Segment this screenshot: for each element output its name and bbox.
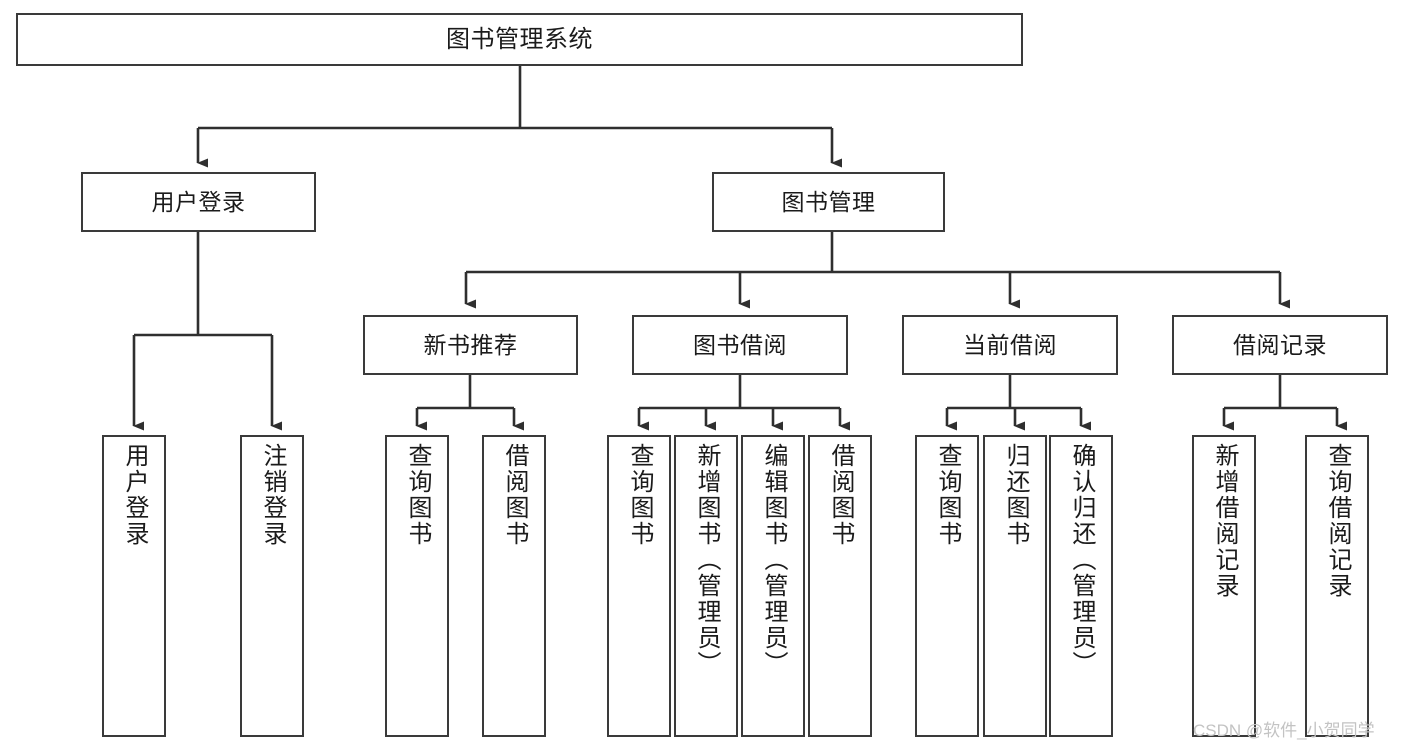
node-leaf-return-book[interactable]: 归还图书 [983, 435, 1047, 737]
node-root-label: 图书管理系统 [446, 25, 593, 53]
node-book-borrow-label: 图书借阅 [693, 331, 787, 358]
node-leaf-user-login[interactable]: 用户登录 [102, 435, 166, 737]
node-leaf-query-record[interactable]: 查询借阅记录 [1305, 435, 1369, 737]
node-leaf-edit-book[interactable]: 编辑图书（管理员） [741, 435, 805, 737]
node-leaf-add-book[interactable]: 新增图书（管理员） [674, 435, 738, 737]
node-leaf-add-book-label: 新增图书（管理员） [693, 443, 720, 677]
node-leaf-query-book-2[interactable]: 查询图书 [607, 435, 671, 737]
node-root[interactable]: 图书管理系统 [16, 13, 1023, 66]
node-leaf-user-login-label: 用户登录 [121, 443, 148, 547]
node-leaf-edit-book-label: 编辑图书（管理员） [760, 443, 787, 677]
node-current-borrow[interactable]: 当前借阅 [902, 315, 1118, 375]
node-leaf-confirm-return-label: 确认归还（管理员） [1068, 443, 1095, 677]
csdn-watermark: CSDN @软件_小贺同学 [1193, 721, 1375, 740]
node-current-borrow-label: 当前借阅 [963, 331, 1057, 358]
node-leaf-query-book-3[interactable]: 查询图书 [915, 435, 979, 737]
node-borrow-record[interactable]: 借阅记录 [1172, 315, 1388, 375]
node-book-manage[interactable]: 图书管理 [712, 172, 945, 232]
node-user-login[interactable]: 用户登录 [81, 172, 316, 232]
node-new-book-recommend[interactable]: 新书推荐 [363, 315, 578, 375]
node-leaf-query-book-1[interactable]: 查询图书 [385, 435, 449, 737]
node-book-manage-label: 图书管理 [781, 188, 876, 215]
node-leaf-borrow-book-1-label: 借阅图书 [501, 443, 528, 547]
node-book-borrow[interactable]: 图书借阅 [632, 315, 848, 375]
node-borrow-record-label: 借阅记录 [1233, 331, 1327, 358]
node-leaf-borrow-book-2-label: 借阅图书 [827, 443, 854, 547]
node-leaf-query-book-2-label: 查询图书 [626, 443, 653, 547]
node-leaf-borrow-book-2[interactable]: 借阅图书 [808, 435, 872, 737]
node-user-login-label: 用户登录 [151, 188, 246, 215]
node-leaf-query-book-3-label: 查询图书 [934, 443, 961, 547]
node-leaf-logout[interactable]: 注销登录 [240, 435, 304, 737]
node-leaf-return-book-label: 归还图书 [1002, 443, 1029, 547]
node-leaf-borrow-book-1[interactable]: 借阅图书 [482, 435, 546, 737]
node-leaf-add-record[interactable]: 新增借阅记录 [1192, 435, 1256, 737]
node-leaf-query-record-label: 查询借阅记录 [1324, 443, 1351, 599]
node-leaf-add-record-label: 新增借阅记录 [1211, 443, 1238, 599]
node-new-book-recommend-label: 新书推荐 [423, 331, 518, 358]
node-leaf-logout-label: 注销登录 [259, 443, 286, 547]
node-leaf-query-book-1-label: 查询图书 [404, 443, 431, 547]
node-leaf-confirm-return[interactable]: 确认归还（管理员） [1049, 435, 1113, 737]
